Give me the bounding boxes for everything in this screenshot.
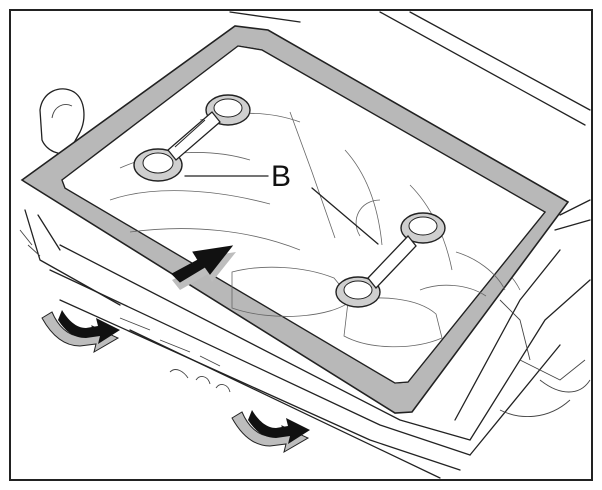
hood-and-cowl — [19, 209, 591, 479]
suction-cup-tool-lower — [335, 212, 446, 308]
curved-arrow-right — [231, 410, 310, 454]
side-mirror — [39, 88, 85, 154]
callout-b: B — [184, 160, 379, 245]
vehicle-roof-lines — [229, 11, 591, 231]
curved-arrow-left — [41, 310, 120, 354]
suction-cup-tool-upper — [133, 94, 251, 182]
removal-direction-arrow — [171, 245, 236, 290]
cowl-marking — [169, 369, 231, 393]
callout-label-b: B — [271, 160, 291, 193]
interior-through-glass — [61, 45, 546, 384]
